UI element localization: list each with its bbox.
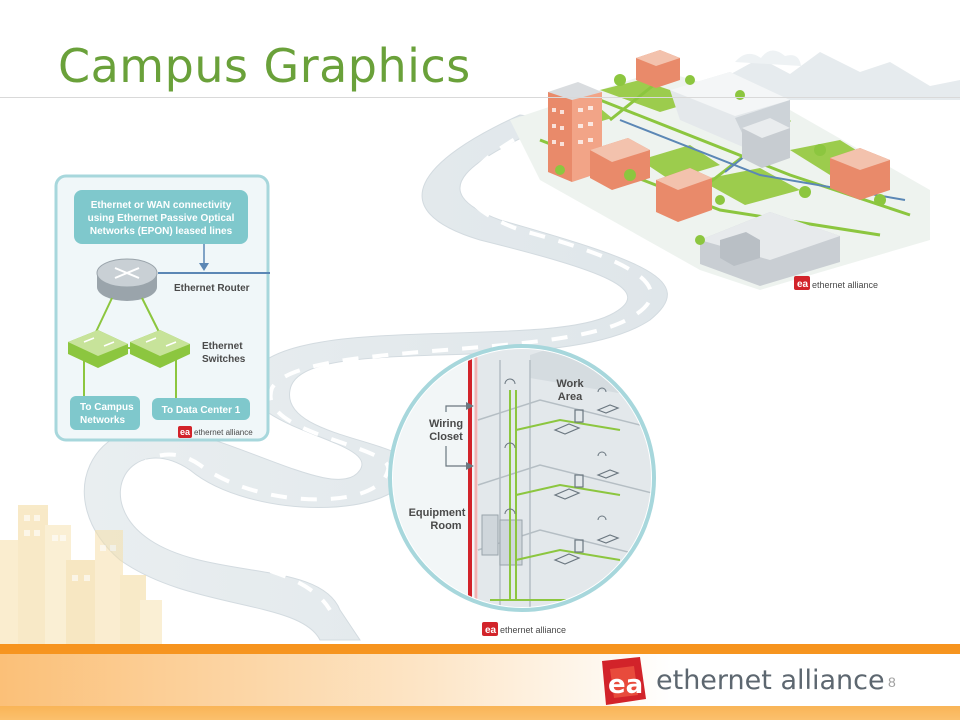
- network-logo: ea ethernet alliance: [178, 426, 253, 438]
- switch-icon-2: [130, 330, 190, 368]
- epon-note-line2: using Ethernet Passive Optical: [88, 213, 235, 224]
- building-diagram: Work Area Wiring Closet Equipment Room e…: [388, 344, 656, 636]
- wiring-closet-line1: Wiring: [429, 418, 463, 430]
- campus-map: ea ethernet alliance: [510, 50, 930, 290]
- epon-note-line3: Networks (EPON) leased lines: [90, 226, 233, 237]
- switches-label-line1: Ethernet: [202, 341, 243, 352]
- closet-arrow-bottom-icon: [466, 462, 474, 470]
- network-diagram: Ethernet or WAN connectivity using Ether…: [54, 174, 270, 442]
- switch-icon-1: [68, 330, 128, 368]
- svg-text:ea: ea: [797, 279, 809, 290]
- building-logo: ea ethernet alliance: [482, 622, 566, 636]
- campus-networks-box: [70, 396, 140, 430]
- equipment-room-line1: Equipment: [409, 507, 466, 519]
- wiring-closet-line2: Closet: [429, 431, 463, 443]
- datacenter-box: [152, 398, 250, 420]
- campus-buildings: [548, 50, 890, 286]
- datacenter-label: To Data Center 1: [162, 405, 241, 416]
- footer-bar: ea ethernet alliance 8: [0, 644, 960, 720]
- network-logo-text: ethernet alliance: [194, 428, 253, 437]
- ethernet-alliance-logo-icon: ea: [602, 657, 646, 705]
- campus-logo-text: ethernet alliance: [812, 280, 878, 290]
- epon-arrow-icon: [199, 263, 209, 271]
- building-logo-text: ethernet alliance: [500, 625, 566, 635]
- footer-gradient-strip: [0, 654, 960, 706]
- city-silhouette: [0, 505, 162, 644]
- workstation-icons: [553, 404, 620, 565]
- epon-note-line1: Ethernet or WAN connectivity: [91, 200, 232, 211]
- router-icon: [96, 258, 158, 301]
- work-area-line2: Area: [558, 391, 583, 403]
- slide-title: Campus Graphics: [58, 39, 471, 93]
- switches-label-line2: Switches: [202, 354, 246, 365]
- svg-text:ea: ea: [608, 670, 643, 700]
- closet-bracket: [445, 405, 466, 467]
- campus-networks-line2: Networks: [80, 415, 125, 426]
- work-area-line1: Work: [556, 378, 584, 390]
- epon-note-box: [74, 190, 248, 244]
- closet-arrow-top-icon: [466, 402, 474, 410]
- campus-networks-line1: To Campus: [80, 402, 134, 413]
- footer-brand-name: ethernet alliance: [656, 665, 885, 696]
- svg-text:ea: ea: [485, 625, 497, 636]
- campus-trees: [555, 74, 886, 245]
- router-label: Ethernet Router: [174, 283, 250, 294]
- svg-text:ea: ea: [180, 427, 191, 437]
- campus-logo: ea ethernet alliance: [794, 276, 878, 290]
- page-number: 8: [888, 674, 896, 690]
- equipment-room-line2: Room: [430, 520, 461, 532]
- wireless-ap-icons: [504, 378, 607, 521]
- background-mountains: [700, 50, 960, 100]
- title-divider: [0, 97, 960, 98]
